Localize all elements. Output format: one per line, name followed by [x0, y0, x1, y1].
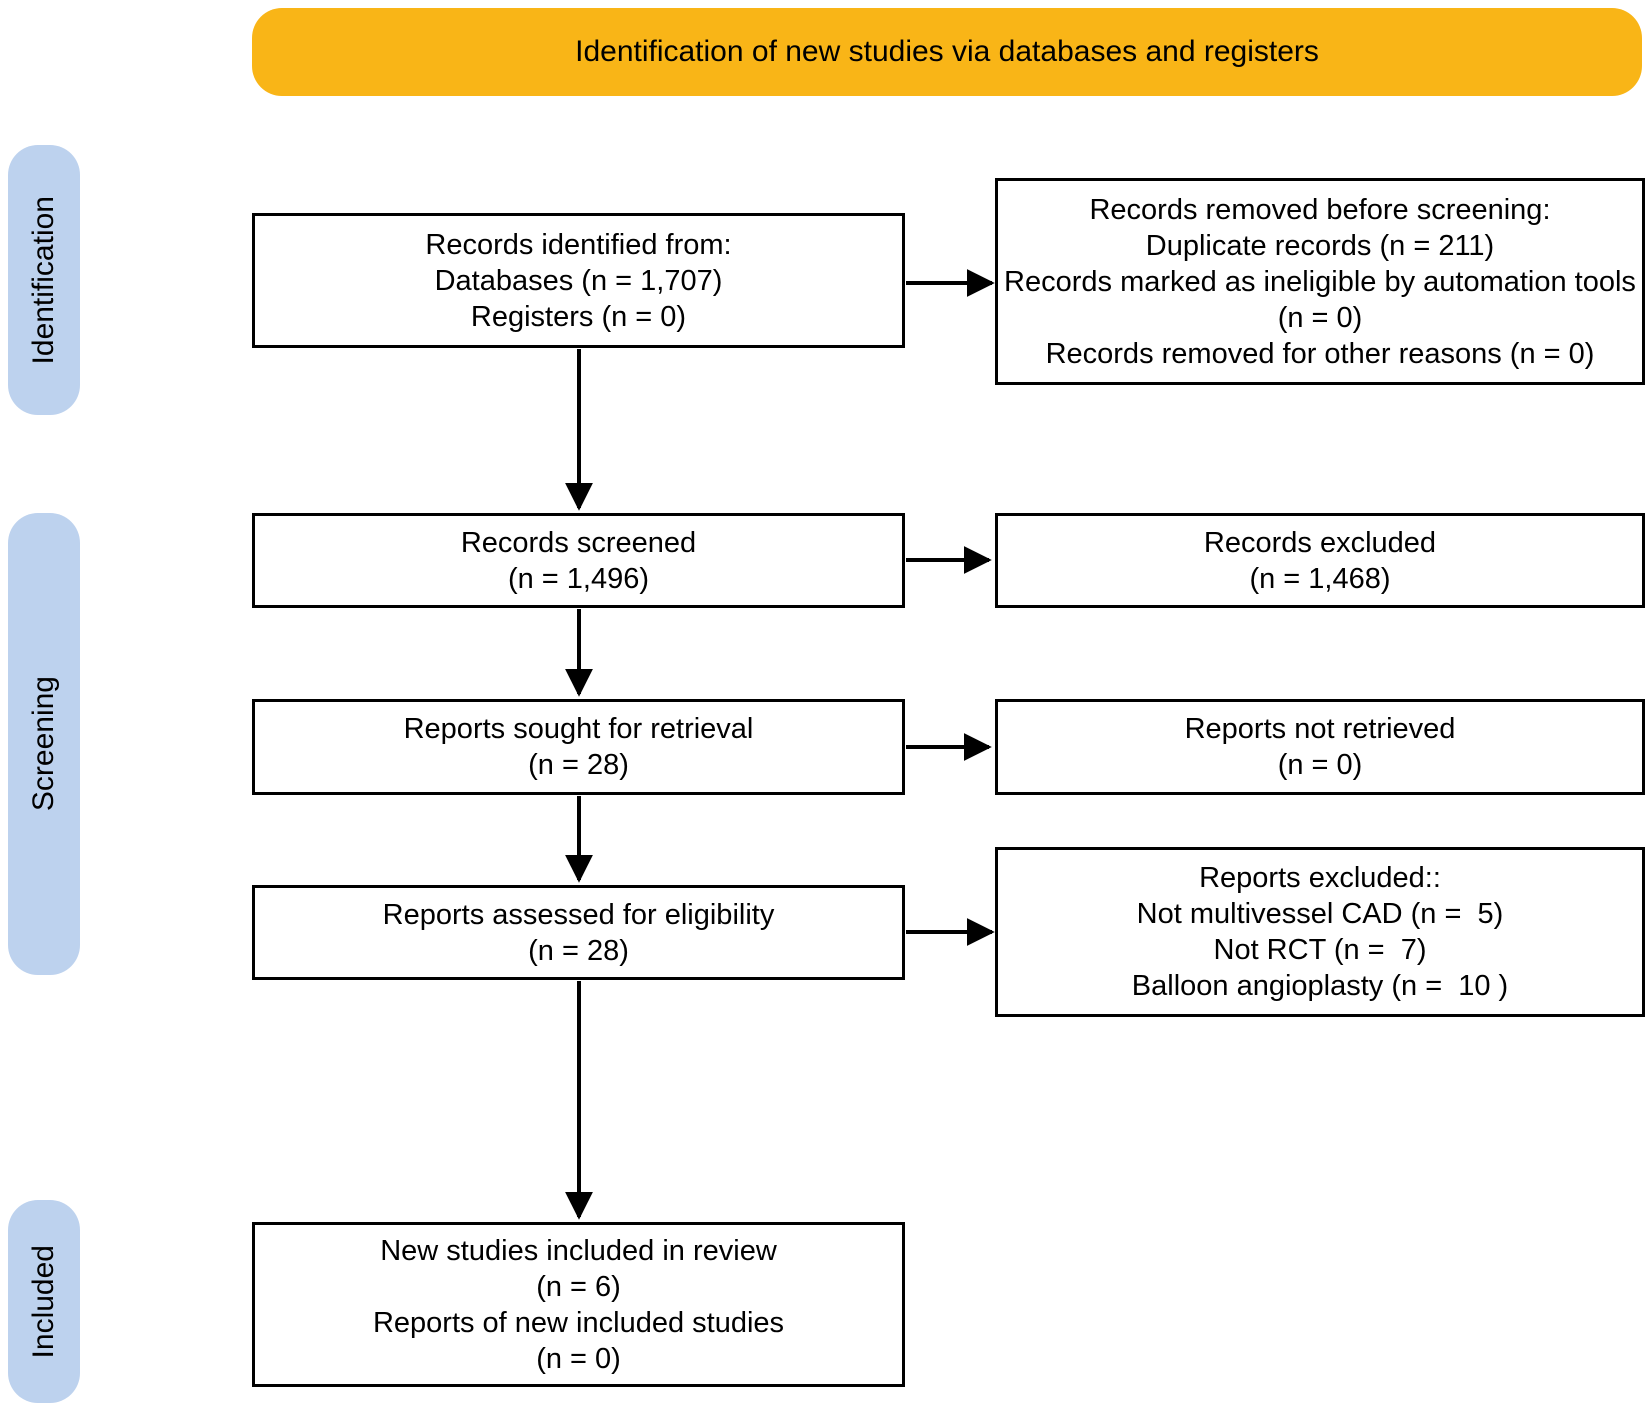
box-line: (n = 28): [528, 934, 629, 967]
stage-label-identification-text: Identification: [27, 195, 60, 365]
box-line: Not RCT (n = 7): [1213, 934, 1427, 966]
box-line: (n = 6): [536, 1270, 621, 1303]
stage-label-screening-text: Screening: [27, 676, 60, 812]
reports-assessed-box: Reports assessed for eligibility (n = 28…: [252, 885, 905, 980]
box-line: Reports excluded::: [1199, 862, 1441, 894]
stage-label-included-text: Included: [27, 1244, 60, 1359]
box-line: Records marked as ineligible by automati…: [1004, 265, 1636, 334]
box-line: (n = 1,496): [507, 562, 650, 595]
reports-not-retrieved-box: Reports not retrieved (n = 0): [995, 699, 1645, 795]
records-screened-box: Records screened (n = 1,496): [252, 513, 905, 608]
box-line: Duplicate records (n = 211): [1145, 229, 1495, 262]
box-line: Records excluded: [1203, 526, 1437, 559]
new-studies-included-box: New studies included in review (n = 6) R…: [252, 1222, 905, 1387]
box-line: Records screened: [460, 526, 697, 559]
box-line: Not multivessel CAD (n = 5): [1136, 898, 1504, 930]
box-line: Reports of new included studies: [372, 1306, 785, 1339]
box-line: Records removed before screening:: [1089, 193, 1551, 226]
box-line: Reports sought for retrieval: [403, 713, 754, 745]
box-line: Reports not retrieved: [1184, 713, 1456, 745]
box-line: Registers (n = 0): [470, 300, 687, 333]
box-line: Records identified from:: [425, 228, 732, 261]
box-line: Databases (n = 1,707): [434, 264, 723, 297]
reports-excluded-box: Reports excluded:: Not multivessel CAD (…: [995, 847, 1645, 1017]
stage-label-identification: Identification: [8, 145, 80, 415]
box-line: Records removed for other reasons (n = 0…: [1045, 337, 1595, 370]
box-line: (n = 0): [1277, 749, 1363, 781]
box-line: Reports assessed for eligibility: [382, 898, 775, 931]
records-removed-box: Records removed before screening: Duplic…: [995, 178, 1645, 385]
box-line: New studies included in review: [380, 1234, 777, 1267]
box-line: Balloon angioplasty (n = 10 ): [1131, 970, 1509, 1002]
reports-sought-box: Reports sought for retrieval (n = 28): [252, 699, 905, 795]
banner-title: Identification of new studies via databa…: [252, 8, 1642, 96]
box-line: (n = 28): [528, 749, 629, 781]
banner-title-label: Identification of new studies via databa…: [575, 35, 1319, 68]
stage-label-included: Included: [8, 1200, 80, 1403]
box-line: (n = 0): [536, 1342, 621, 1375]
box-line: (n = 1,468): [1249, 562, 1391, 595]
records-excluded-box: Records excluded (n = 1,468): [995, 513, 1645, 608]
records-identified-box: Records identified from: Databases (n = …: [252, 213, 905, 348]
stage-label-screening: Screening: [8, 513, 80, 975]
